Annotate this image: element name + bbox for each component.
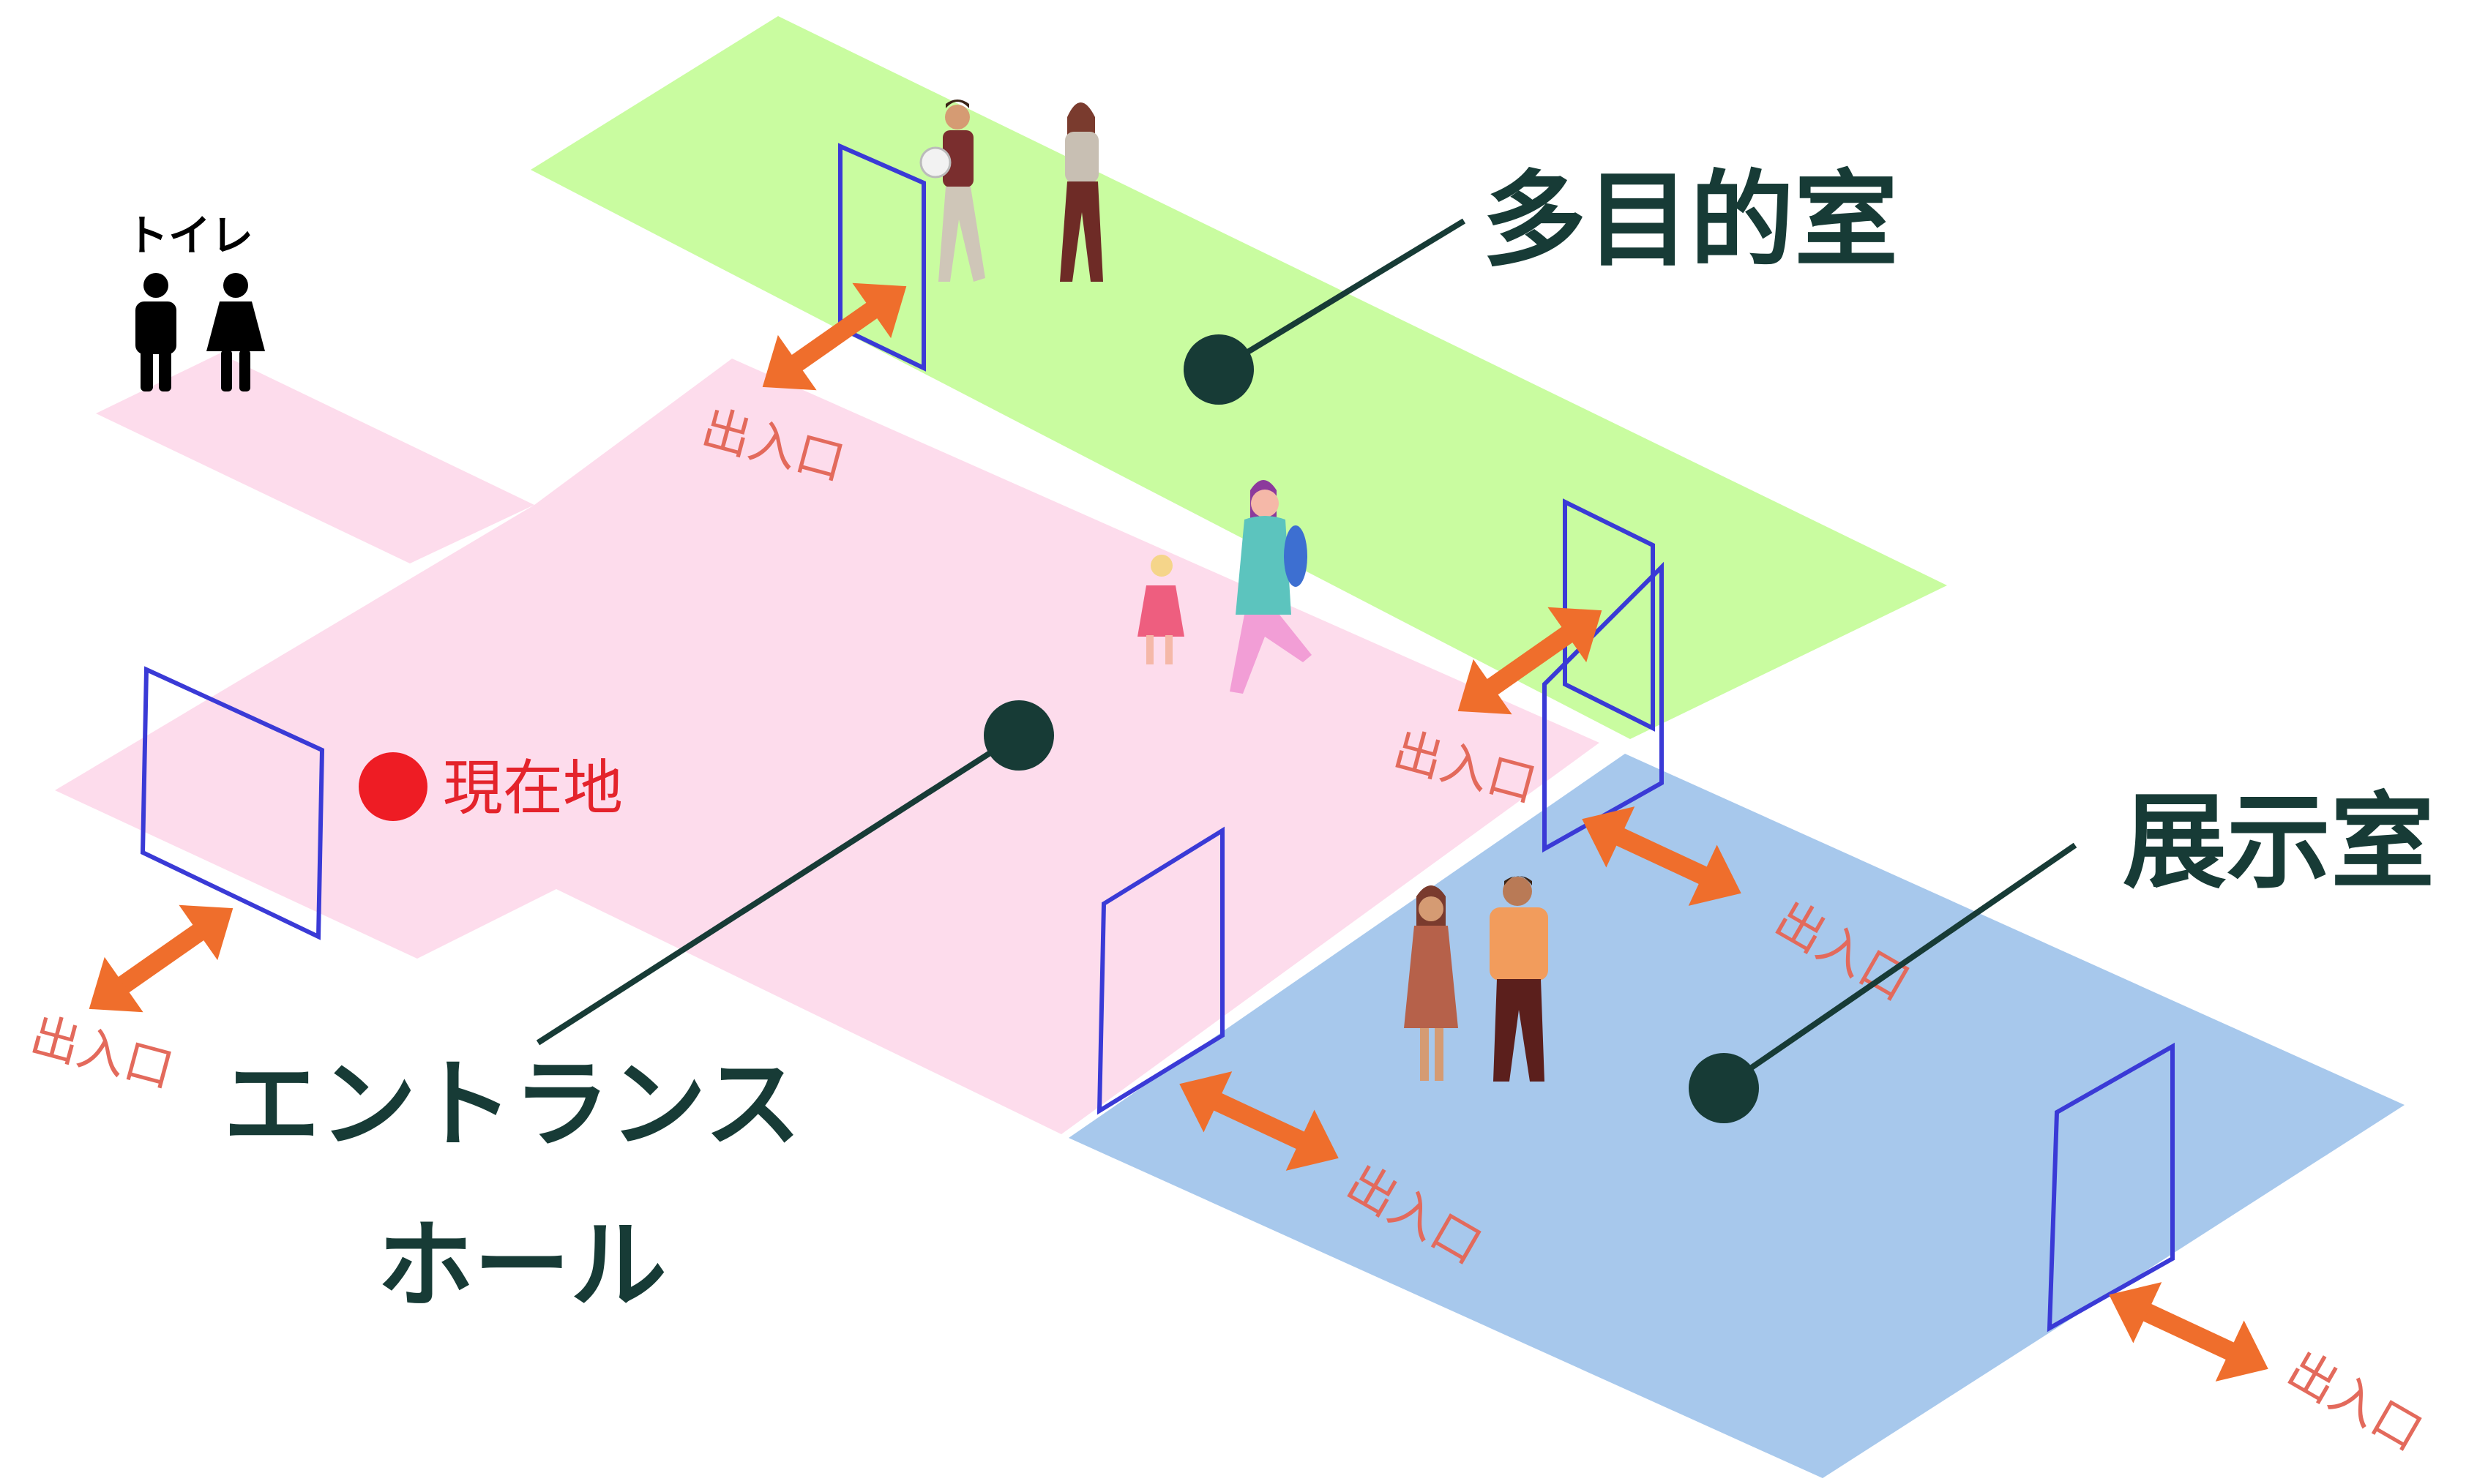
toilet-label: トイレ <box>126 211 253 261</box>
toilet-area-floor[interactable] <box>96 353 534 563</box>
multipurpose-room-marker[interactable] <box>1184 334 1254 405</box>
current-location-label: 現在地 <box>443 754 623 823</box>
door-frame-exhibition-north <box>1542 561 1664 853</box>
current-location-dot <box>359 752 427 821</box>
door-label-exhibition-east: 出入口 <box>2278 1341 2432 1462</box>
people-multipurpose-woman <box>1060 102 1103 282</box>
leader-line-exhibition <box>1722 842 2077 1090</box>
exhibition-room-label: 展示室 <box>2123 782 2435 903</box>
entrance-hall-floor[interactable] <box>55 359 1599 1134</box>
entrance-hall-marker[interactable] <box>984 700 1054 771</box>
people-multipurpose-man <box>919 100 985 282</box>
leader-line-multipurpose <box>1217 218 1466 372</box>
door-frame-exhibition-east <box>2047 1042 2175 1333</box>
door-label-entrance: 出入口 <box>25 1007 179 1099</box>
people-exhibition-couple <box>1404 876 1548 1082</box>
people-mother-and-child <box>1137 480 1312 694</box>
leader-line-entrance <box>536 732 1020 1046</box>
exhibition-room-marker[interactable] <box>1689 1053 1759 1123</box>
double-arrow-icon <box>70 880 253 1037</box>
door-frame-entrance <box>140 666 325 940</box>
entrance-hall-label-line2: ホール <box>377 1210 667 1322</box>
toilet-man-woman-icon <box>135 273 265 391</box>
door-frame-multipurpose-west <box>838 143 926 372</box>
multipurpose-room-label: 多目的室 <box>1482 160 1898 281</box>
entrance-hall-label-line1: エントランス <box>223 1049 801 1161</box>
door-frames <box>140 143 2175 1333</box>
door-frame-entrance-exhibition <box>1096 826 1225 1115</box>
leader-lines <box>536 218 2077 1090</box>
